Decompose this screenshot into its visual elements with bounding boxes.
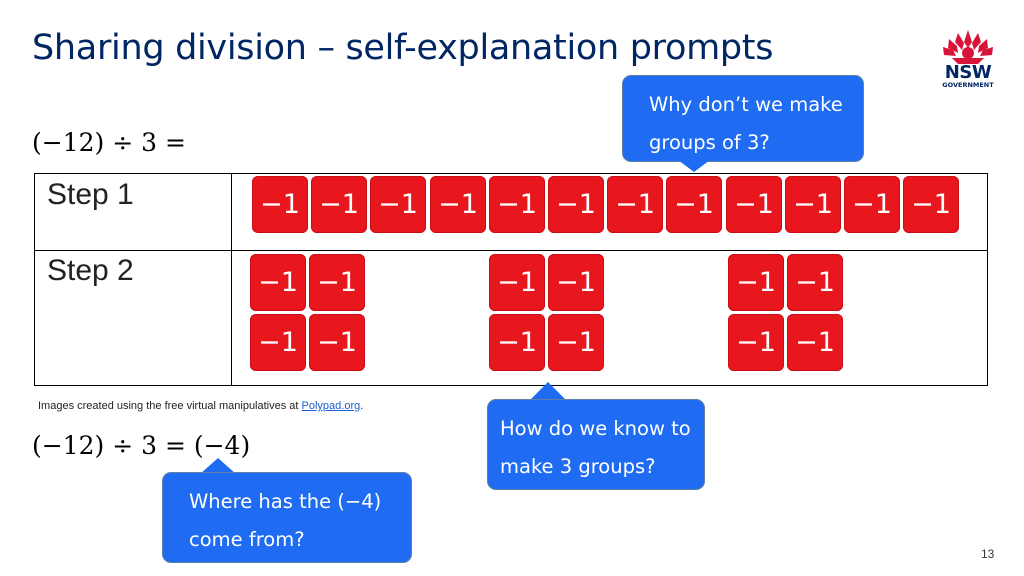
- step2-group-tile: −1: [250, 254, 306, 311]
- callout-where-from: Where has the (−4) come from?: [162, 472, 412, 563]
- step2-group-tile: −1: [489, 254, 545, 311]
- step2-group-tile: −1: [250, 314, 306, 371]
- step1-tile: −1: [903, 176, 959, 233]
- callout-text-line: Why don’t we make: [649, 93, 843, 116]
- step1-label: Step 1: [47, 178, 134, 211]
- step2-group-tile: −1: [728, 254, 784, 311]
- step1-tile: −1: [489, 176, 545, 233]
- logo-wordmark: NSW: [944, 62, 992, 83]
- step2-group-tile: −1: [548, 314, 604, 371]
- problem-equation: (−12) ÷ 3 =: [32, 128, 186, 157]
- credit-text: Images created using the free virtual ma…: [38, 400, 302, 412]
- callout-text-line: make 3 groups?: [500, 455, 656, 478]
- callout-three-groups: How do we know to make 3 groups?: [487, 399, 705, 490]
- step2-group-tile: −1: [787, 254, 843, 311]
- step2-group-tile: −1: [489, 314, 545, 371]
- step1-tile: −1: [370, 176, 426, 233]
- nsw-government-logo: NSW GOVERNMENT: [938, 28, 998, 90]
- callout-pointer: [200, 458, 236, 474]
- logo-subtext: GOVERNMENT: [942, 81, 994, 89]
- step1-tile: −1: [430, 176, 486, 233]
- callout-text-line: come from?: [189, 528, 305, 551]
- step1-tile: −1: [607, 176, 663, 233]
- slide-title: Sharing division – self-explanation prom…: [32, 28, 774, 68]
- step2-group-tile: −1: [728, 314, 784, 371]
- step1-tile: −1: [252, 176, 308, 233]
- step2-group-tile: −1: [787, 314, 843, 371]
- callout-groups-of-three: Why don’t we make groups of 3?: [622, 75, 864, 162]
- credit-suffix: .: [360, 400, 364, 412]
- callout-pointer: [530, 382, 566, 400]
- step2-group-tile: −1: [548, 254, 604, 311]
- image-credit: Images created using the free virtual ma…: [38, 400, 363, 412]
- waratah-flower-icon: [943, 30, 993, 64]
- callout-text-line: Where has the (−4): [189, 490, 382, 513]
- callout-pointer: [678, 160, 710, 172]
- step2-group-tile: −1: [309, 254, 365, 311]
- step1-tile: −1: [666, 176, 722, 233]
- step1-tile: −1: [726, 176, 782, 233]
- step2-label: Step 2: [47, 254, 134, 287]
- table-row-divider: [35, 250, 987, 251]
- step1-tile: −1: [311, 176, 367, 233]
- page-number: 13: [981, 547, 995, 561]
- step2-group-tile: −1: [309, 314, 365, 371]
- step1-tile: −1: [785, 176, 841, 233]
- polypad-link[interactable]: Polypad.org: [301, 400, 361, 412]
- callout-text-line: groups of 3?: [649, 131, 770, 154]
- answer-equation: (−12) ÷ 3 = (−4): [32, 431, 251, 460]
- steps-table: Step 1 Step 2: [34, 173, 988, 386]
- step1-tile: −1: [844, 176, 900, 233]
- table-column-divider: [231, 174, 232, 385]
- callout-text-line: How do we know to: [500, 417, 691, 440]
- step1-tile: −1: [548, 176, 604, 233]
